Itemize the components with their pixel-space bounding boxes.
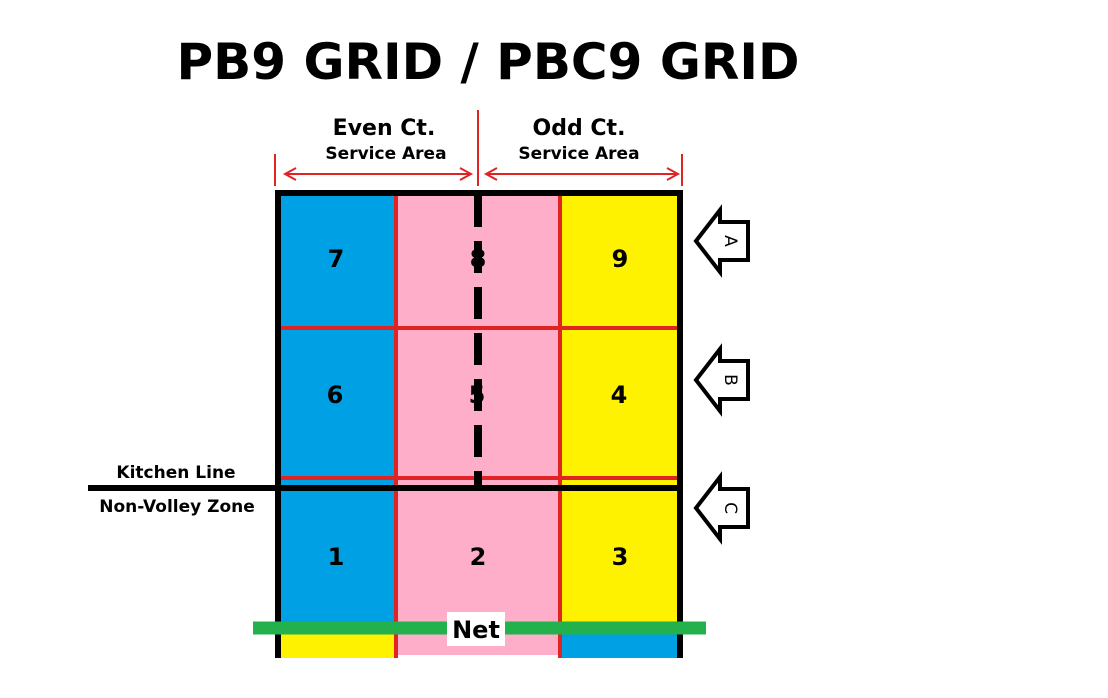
arrow-left-icon	[693, 471, 750, 545]
row-c-arrow: C	[693, 471, 750, 545]
kitchen-line-label: Kitchen Line	[116, 463, 235, 483]
cell-5: 5	[469, 381, 486, 409]
cell-1: 1	[328, 543, 345, 571]
court-outline	[275, 190, 683, 658]
cell-8: 8	[470, 245, 487, 273]
cell-2: 2	[470, 543, 487, 571]
row-c-label: C	[720, 502, 740, 514]
arrow-left-icon	[693, 204, 750, 278]
row-b-label: B	[720, 374, 740, 386]
even-court-label: Even Ct.	[333, 116, 436, 141]
cell-3: 3	[612, 543, 629, 571]
non-volley-zone-label: Non-Volley Zone	[99, 497, 255, 517]
page-title: PB9 GRID / PBC9 GRID	[177, 33, 800, 91]
cell-6: 6	[327, 381, 344, 409]
cell-4: 4	[611, 381, 628, 409]
even-service-area-label: Service Area	[325, 144, 446, 164]
row-a-arrow: A	[693, 204, 750, 278]
arrow-left-icon	[693, 343, 750, 417]
row-a-label: A	[720, 235, 740, 247]
net-label-background	[447, 612, 505, 646]
odd-court-label: Odd Ct.	[533, 116, 626, 141]
net-label: Net	[452, 616, 500, 644]
service-area-dimension-lines	[274, 110, 683, 186]
row-b-arrow: B	[693, 343, 750, 417]
cell-7: 7	[328, 245, 345, 273]
odd-service-area-label: Service Area	[518, 144, 639, 164]
cell-9: 9	[612, 245, 629, 273]
